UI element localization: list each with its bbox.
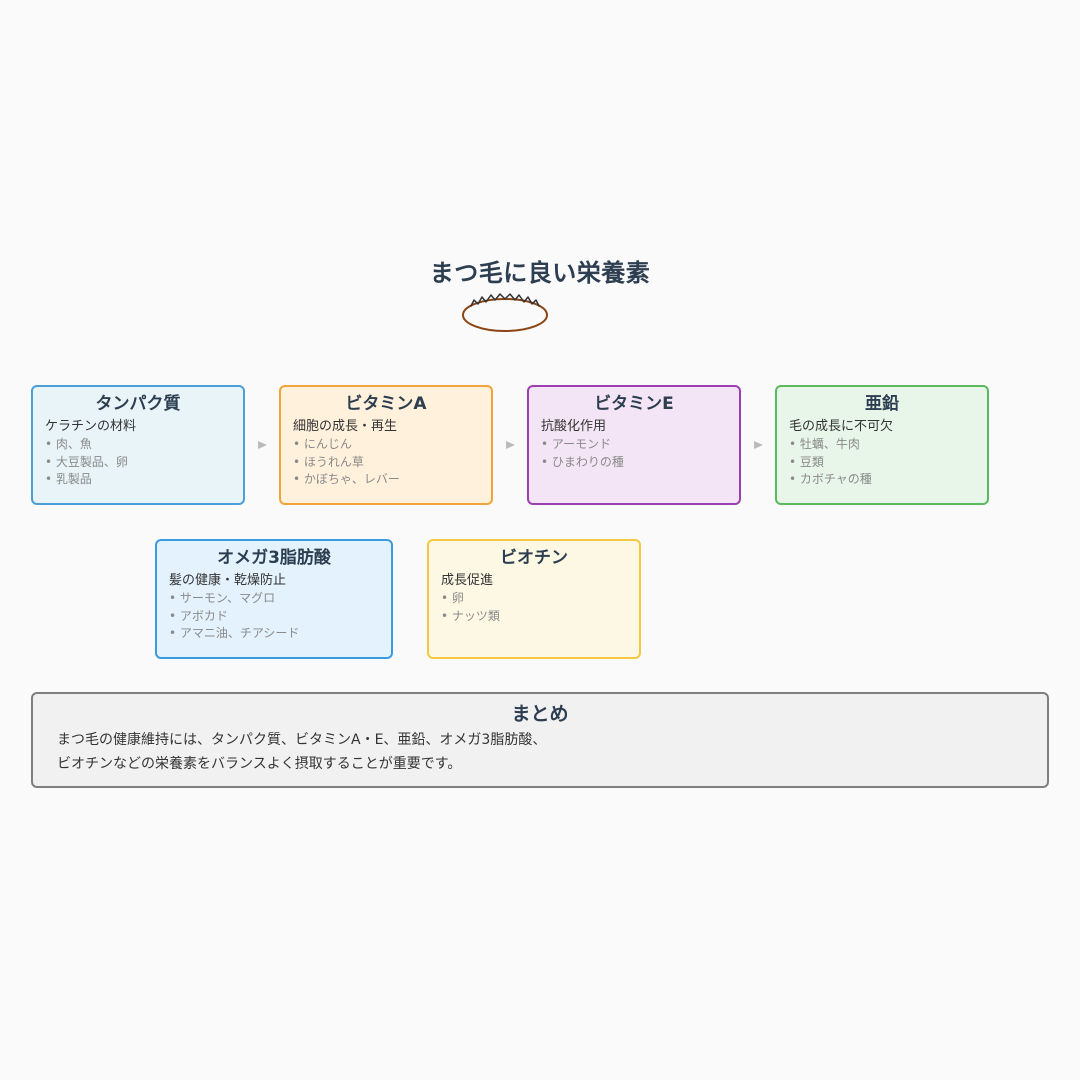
summary-box: まとめ まつ毛の健康維持には、タンパク質、ビタミンA・E、亜鉛、オメガ3脂肪酸、… [31,692,1049,788]
food-item: • ひまわりの種 [541,454,624,469]
nutrient-name: オメガ3脂肪酸 [217,548,331,568]
food-item: • 大豆製品、卵 [45,454,128,469]
summary-heading: まとめ [511,703,569,725]
food-list: • にんじん • ほうれん草 • かぼちゃ、レバー [293,436,479,489]
food-item: • 牡蠣、牛肉 [789,437,860,451]
food-item: • アボカド [169,608,228,623]
arrow-icon [258,441,267,449]
summary-text: ビオチンなどの栄養素をバランスよく摂取することが重要です。 [57,756,462,772]
nutrient-name: タンパク質 [95,394,181,414]
food-item: • カボチャの種 [789,472,872,486]
nutrient-description: 成長促進 [441,573,494,588]
arrow-icon [506,441,515,449]
nutrient-card-omega3: オメガ3脂肪酸 髪の健康・乾燥防止 • サーモン、マグロ • アボカド • アマ… [155,539,393,659]
nutrient-name: ビオチン [500,548,568,568]
nutrient-name: ビタミンA [345,394,427,414]
food-item: • 肉、魚 [45,437,92,451]
arrow-icon [754,441,763,449]
food-item: • ほうれん草 [293,454,364,469]
food-list: • 卵 • ナッツ類 [441,590,627,625]
nutrient-card-protein: タンパク質 ケラチンの材料 • 肉、魚 • 大豆製品、卵 • 乳製品 [31,385,245,505]
nutrient-description: 抗酸化作用 [541,419,607,434]
nutrient-description: 髪の健康・乾燥防止 [169,573,287,588]
food-item: • にんじん [293,437,352,451]
nutrient-name: 亜鉛 [865,394,899,414]
food-item: • 卵 [441,591,464,605]
food-item: • アマニ油、チアシード [169,626,300,640]
food-item: • サーモン、マグロ [169,591,276,605]
food-item: • 豆類 [789,454,824,469]
food-list: • サーモン、マグロ • アボカド • アマニ油、チアシード [169,590,379,643]
food-item: • ナッツ類 [441,608,500,623]
food-list: • アーモンド • ひまわりの種 [541,436,727,471]
nutrient-card-vitamin-e: ビタミンE 抗酸化作用 • アーモンド • ひまわりの種 [527,385,741,505]
food-item: • かぼちゃ、レバー [293,472,400,486]
nutrient-card-vitamin-a: ビタミンA 細胞の成長・再生 • にんじん • ほうれん草 • かぼちゃ、レバー [279,385,493,505]
page-title: まつ毛に良い栄養素 [429,259,651,287]
food-item: • 乳製品 [45,472,92,486]
food-list: • 牡蠣、牛肉 • 豆類 • カボチャの種 [789,436,975,489]
eyelash-icon [462,293,548,332]
nutrient-description: 毛の成長に不可欠 [789,419,894,434]
nutrient-card-zinc: 亜鉛 毛の成長に不可欠 • 牡蠣、牛肉 • 豆類 • カボチャの種 [775,385,989,505]
nutrient-description: ケラチンの材料 [45,419,137,434]
nutrient-card-biotin: ビオチン 成長促進 • 卵 • ナッツ類 [427,539,641,659]
nutrient-description: 細胞の成長・再生 [293,419,398,434]
nutrient-name: ビタミンE [594,394,674,414]
food-list: • 肉、魚 • 大豆製品、卵 • 乳製品 [45,436,231,489]
summary-text: まつ毛の健康維持には、タンパク質、ビタミンA・E、亜鉛、オメガ3脂肪酸、 [57,732,547,748]
food-item: • アーモンド [541,437,612,451]
